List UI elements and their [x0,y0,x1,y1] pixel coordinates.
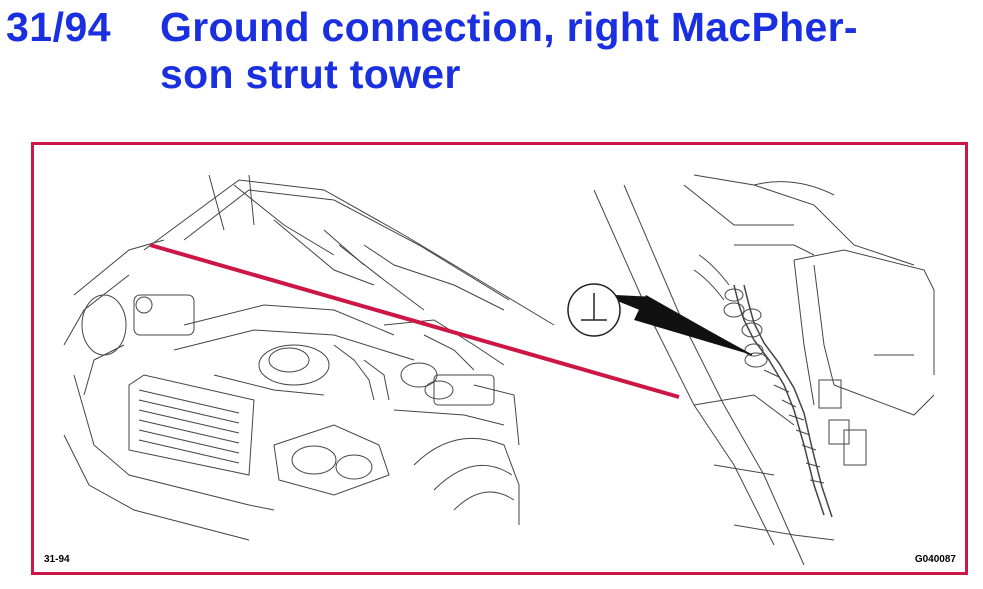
callout-line [149,243,680,399]
section-code: 31/94 [6,4,112,50]
page-header: 31/94 Ground connection, right MacPher- … [0,0,983,110]
pointer-wedge-lower [634,295,752,355]
page-title: Ground connection, right MacPher- son st… [160,4,960,98]
figure-id: G040087 [914,554,956,565]
illustration [63,174,935,566]
figure-number: 31-94 [44,554,70,565]
illustration-frame: 31-94 G040087 [31,142,968,575]
title-line-2: son strut tower [160,51,461,97]
car-engine-bay-drawing [63,174,555,541]
title-line-1: Ground connection, right MacPher- [160,4,858,50]
ground-symbol-icon [567,283,621,337]
detail-strut-tower-drawing [593,174,935,566]
